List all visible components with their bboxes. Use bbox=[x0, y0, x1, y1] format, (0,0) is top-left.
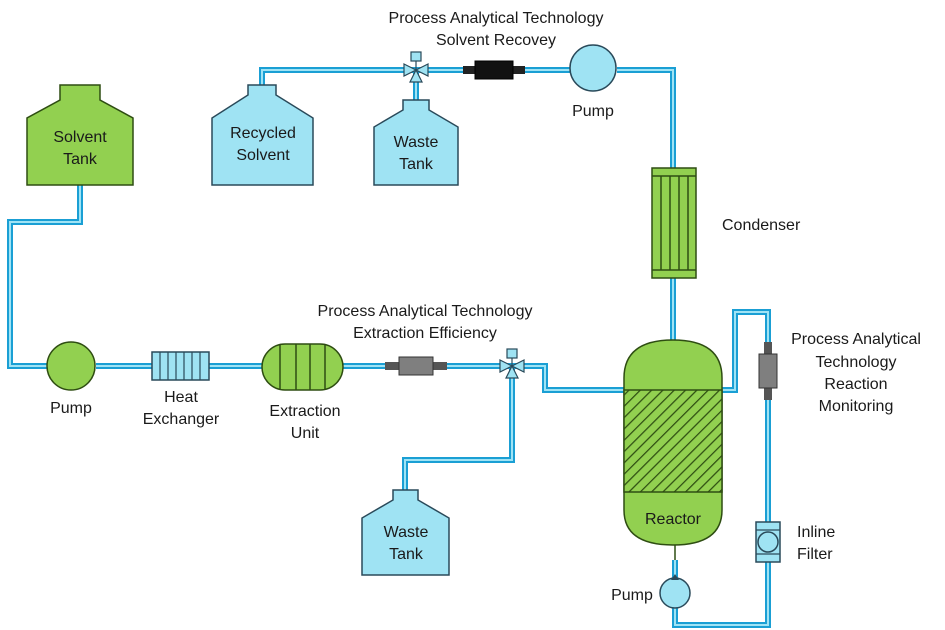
waste-tank-top: Waste Tank bbox=[373, 99, 459, 186]
pat-sensor-solvent-recovery bbox=[463, 60, 525, 80]
pump-top bbox=[569, 44, 617, 92]
pump-top-label: Pump bbox=[572, 103, 614, 120]
heat-exchanger-label-1: Heat bbox=[164, 389, 198, 406]
inline-filter-label-2: Filter bbox=[797, 546, 833, 563]
pat-sensor-extraction bbox=[385, 356, 447, 376]
recycled-solvent-tank: Recycled Solvent bbox=[211, 84, 314, 186]
solvent-tank-label-2: Tank bbox=[63, 151, 98, 168]
pump-bottom bbox=[659, 574, 691, 609]
pat-extraction-label-2: Extraction Efficiency bbox=[353, 325, 497, 342]
labels: Process Analytical Technology Solvent Re… bbox=[50, 10, 921, 604]
extraction-unit-label-2: Unit bbox=[291, 425, 320, 442]
recycled-solvent-label-2: Solvent bbox=[236, 147, 290, 164]
condenser bbox=[651, 167, 697, 279]
recycled-solvent-label-1: Recycled bbox=[230, 125, 296, 142]
inline-filter-label-1: Inline bbox=[797, 524, 835, 541]
solvent-tank-label-1: Solvent bbox=[53, 129, 107, 146]
three-way-valve-extraction bbox=[499, 348, 525, 379]
pat-solvent-recovery-label-1: Process Analytical Technology bbox=[389, 10, 604, 27]
pump-left-label: Pump bbox=[50, 400, 92, 417]
pat-extraction-label-1: Process Analytical Technology bbox=[318, 303, 533, 320]
pat-reaction-monitoring-label-1: Process Analytical bbox=[791, 331, 921, 348]
waste-tank-top-label-2: Tank bbox=[399, 156, 434, 173]
extraction-unit bbox=[261, 343, 344, 391]
waste-tank-bottom-label-2: Tank bbox=[389, 546, 424, 563]
inline-filter bbox=[755, 521, 781, 563]
pump-bottom-label: Pump bbox=[611, 587, 653, 604]
waste-tank-top-label-1: Waste bbox=[394, 134, 439, 151]
extraction-unit-label-1: Extraction bbox=[269, 403, 340, 420]
three-way-valve-top bbox=[403, 51, 429, 83]
heat-exchanger-label-2: Exchanger bbox=[143, 411, 220, 428]
reactor: Reactor bbox=[623, 339, 723, 560]
pat-reaction-monitoring-label-3: Reaction bbox=[824, 376, 887, 393]
condenser-label: Condenser bbox=[722, 217, 801, 234]
reactor-label: Reactor bbox=[645, 511, 702, 528]
pat-solvent-recovery-label-2: Solvent Recovey bbox=[436, 32, 556, 49]
waste-tank-bottom: Waste Tank bbox=[361, 489, 450, 576]
pat-reaction-monitoring-label-2: Technology bbox=[816, 354, 897, 371]
heat-exchanger bbox=[151, 351, 210, 381]
solvent-tank: Solvent Tank bbox=[26, 84, 134, 186]
pump-left bbox=[46, 341, 96, 391]
pat-reaction-monitoring-label-4: Monitoring bbox=[819, 398, 894, 415]
pat-sensor-reaction-monitoring bbox=[758, 342, 778, 400]
waste-tank-bottom-label-1: Waste bbox=[384, 524, 429, 541]
